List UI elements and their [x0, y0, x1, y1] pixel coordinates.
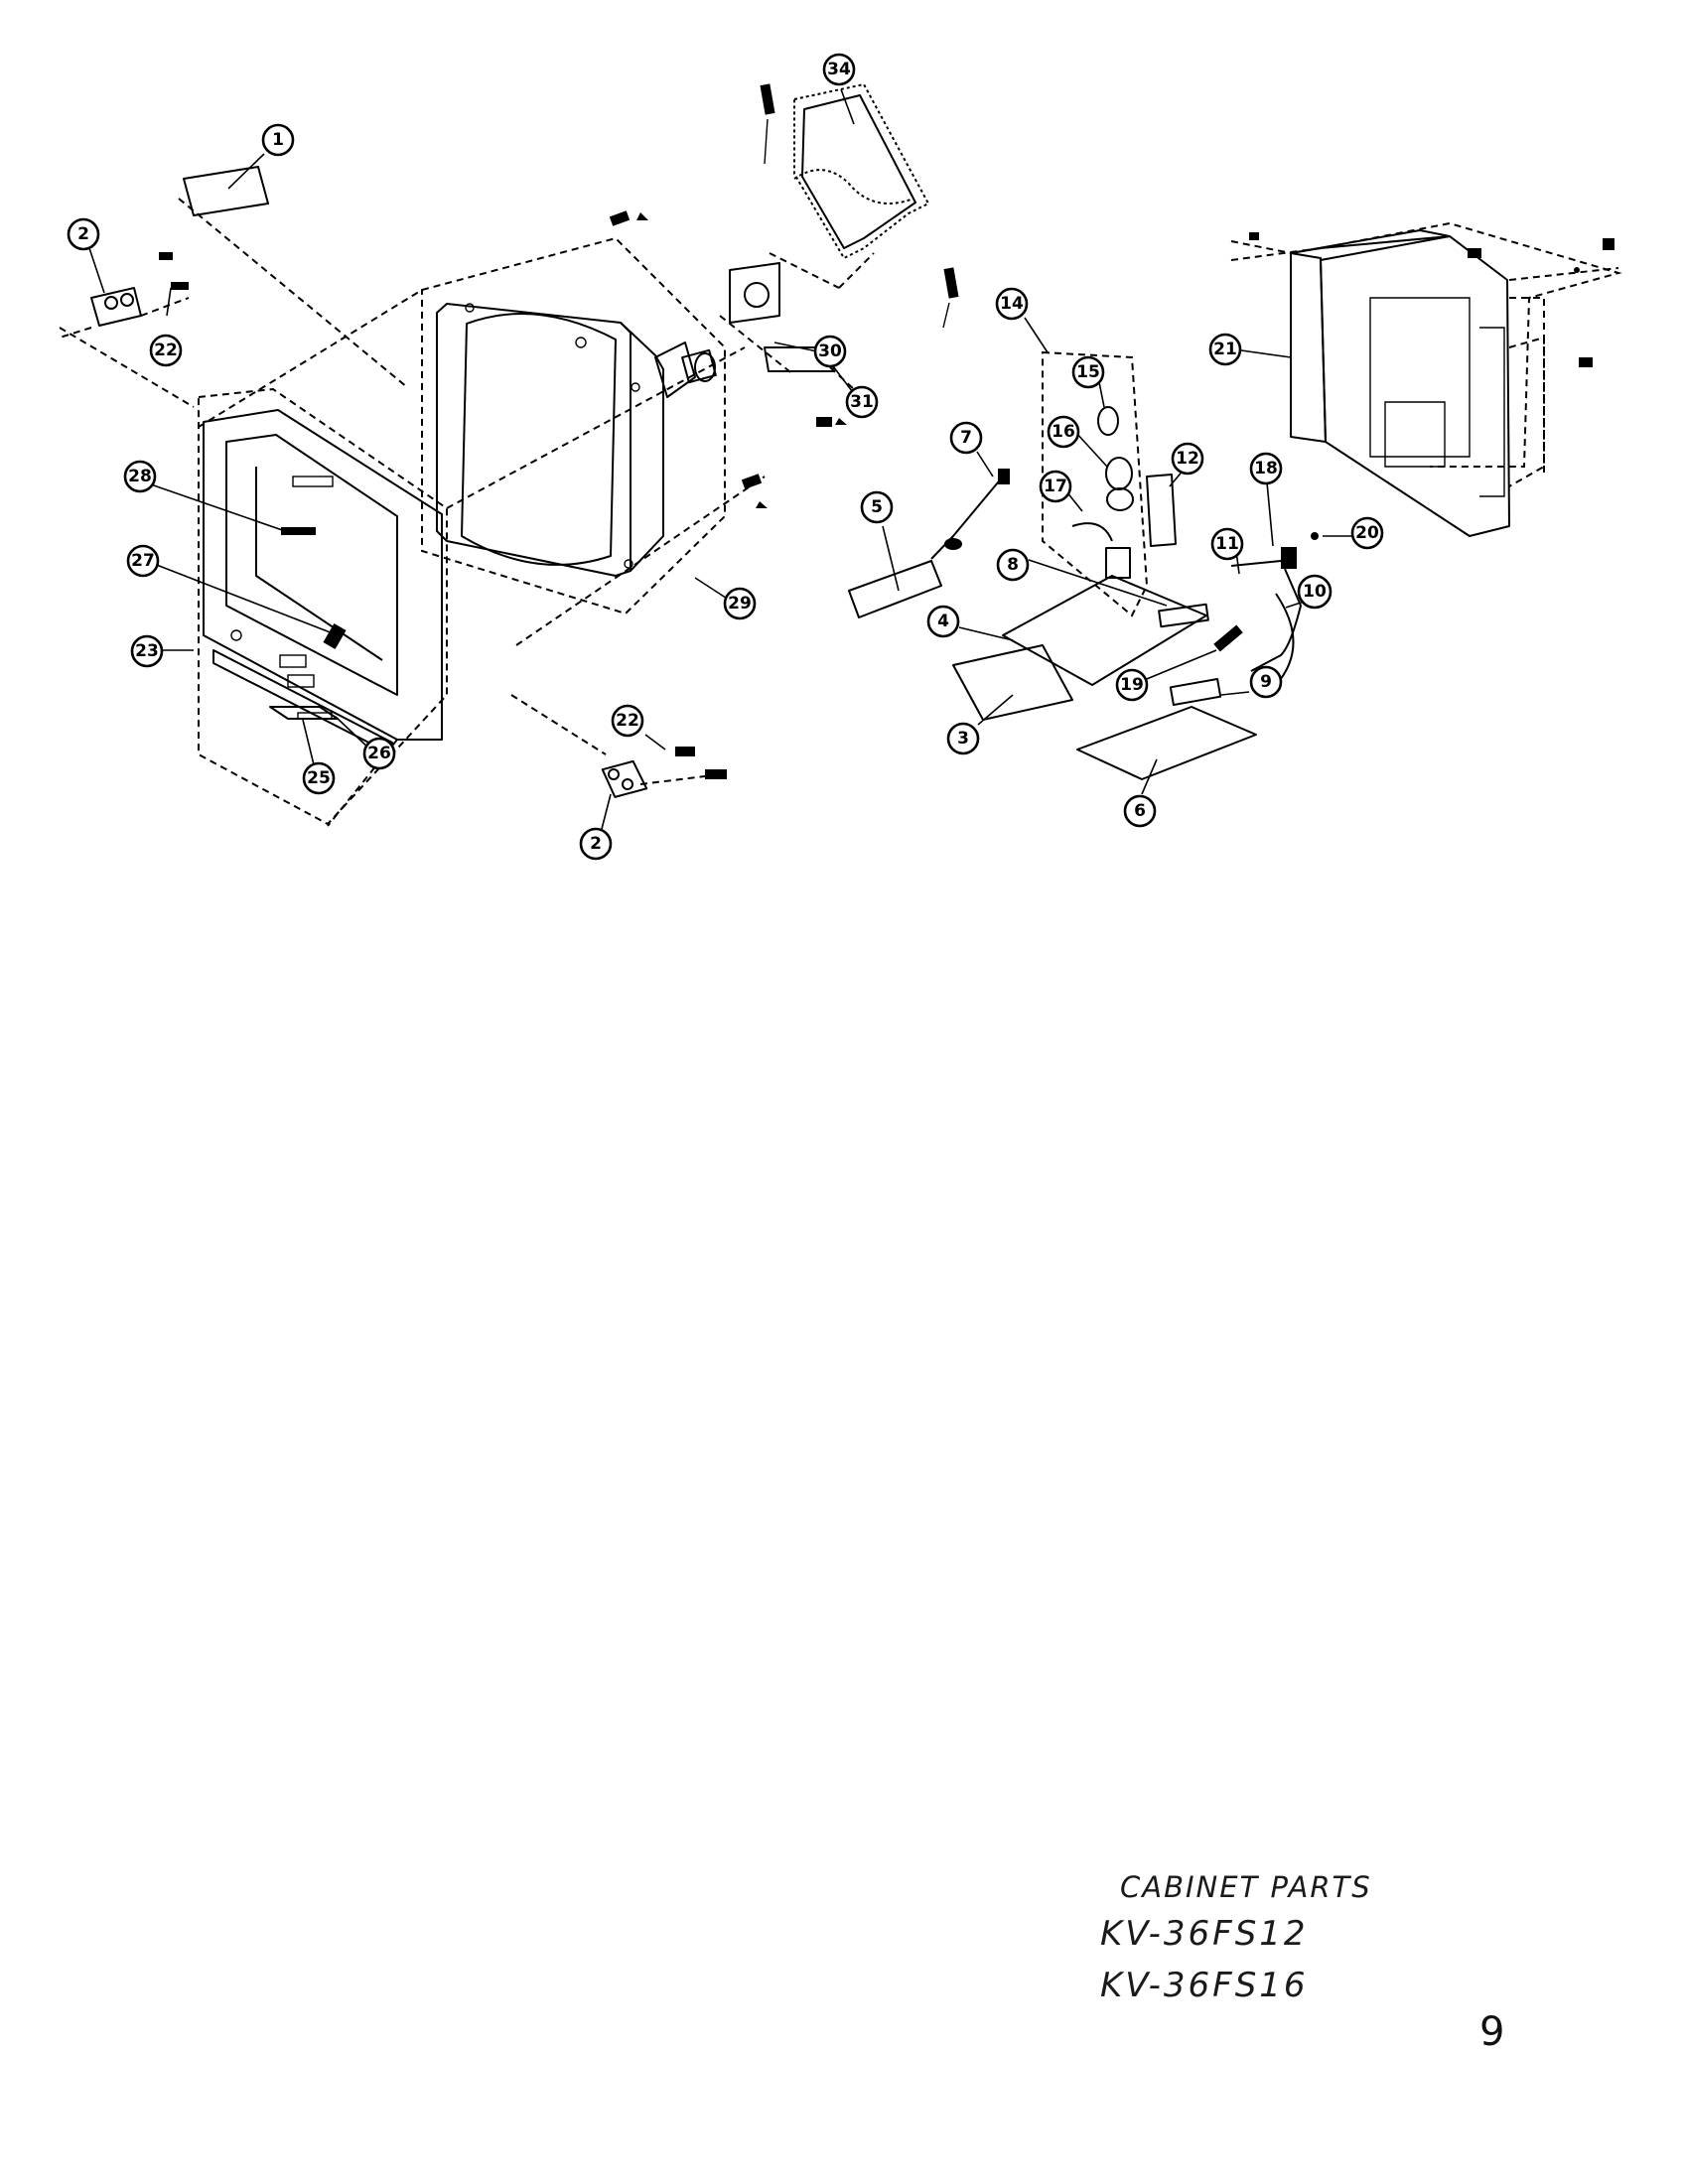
callout-18: 18: [1249, 452, 1283, 485]
crt-screw-right: [741, 474, 768, 508]
callout-label: 12: [1176, 449, 1199, 469]
label-1-shape: [183, 166, 269, 216]
sheet-6-shape: [1076, 706, 1257, 780]
callout-label: 4: [937, 612, 949, 631]
callout-label: 27: [131, 551, 155, 571]
bracket-14-group: [1042, 350, 1149, 617]
callout-label: 17: [1044, 477, 1067, 496]
screw-20-shape: [1311, 532, 1319, 540]
callout-25: 25: [302, 761, 336, 795]
front-cabinet-drawing: [198, 387, 448, 826]
callout-34: 34: [822, 53, 856, 86]
sheet-4-shape: [1002, 575, 1207, 686]
callout-14: 14: [995, 287, 1029, 321]
callout-19: 19: [1115, 668, 1149, 702]
crt-screw-lower: [816, 417, 847, 427]
callout-21: 21: [1208, 333, 1242, 366]
callout-8: 8: [996, 548, 1030, 582]
callout-label: 30: [818, 341, 842, 361]
callout-label: 16: [1052, 422, 1075, 442]
callout-label: 3: [957, 729, 969, 749]
callout-11: 11: [1210, 527, 1244, 561]
callout-22-top: 22: [149, 334, 183, 367]
callout-17: 17: [1039, 470, 1072, 503]
callout-10: 10: [1297, 574, 1333, 610]
picture-tube-drawing: [421, 236, 726, 615]
callout-6: 6: [1123, 794, 1157, 828]
callout-27: 27: [126, 544, 160, 578]
callout-label: 31: [850, 392, 874, 412]
callout-9: 9: [1249, 665, 1283, 699]
callout-16: 16: [1047, 415, 1080, 449]
bracket-2-top-shape: [59, 252, 190, 339]
callout-label: 15: [1076, 362, 1100, 382]
callout-22-bottom: 22: [611, 704, 644, 738]
bracket-2-bottom-shape: [510, 694, 727, 798]
callout-2-top: 2: [67, 217, 100, 251]
label-8-shape: [1158, 603, 1209, 628]
callout-label: 25: [307, 768, 331, 788]
sheet-3-shape: [952, 644, 1073, 721]
callout-3: 3: [946, 722, 980, 755]
label-5-shape: [848, 560, 942, 618]
callout-label: 6: [1134, 801, 1146, 821]
callout-4: 4: [926, 605, 960, 638]
label-9-shape: [1169, 677, 1222, 707]
callout-label: 34: [827, 60, 851, 79]
callout-label: 28: [128, 467, 152, 486]
callout-label: 2: [590, 834, 602, 854]
switch-18-shape: [1230, 547, 1302, 672]
callout-label: 18: [1254, 459, 1278, 478]
callout-label: 14: [1000, 294, 1024, 314]
callout-15: 15: [1071, 355, 1105, 389]
callout-label: 9: [1260, 672, 1272, 692]
callout-label: 2: [77, 224, 89, 244]
callout-label: 7: [960, 428, 972, 448]
cabinet-parts-title: CABINET PARTS: [1120, 1870, 1372, 1904]
power-cord-7-shape: [930, 469, 1010, 560]
crt-screw-top: [609, 210, 648, 226]
callout-label: 5: [871, 497, 883, 517]
degaussing-coil-drawing: [760, 83, 959, 329]
callout-23: 23: [130, 634, 164, 668]
callout-label: 21: [1213, 340, 1237, 359]
wire-10-shape: [1275, 593, 1295, 686]
leader-lines: [88, 88, 1355, 830]
callout-28: 28: [123, 460, 157, 493]
model-number-1: KV-36FS12: [1100, 1914, 1309, 1954]
callout-26: 26: [362, 737, 396, 770]
callout-7: 7: [949, 421, 983, 455]
callout-20: 20: [1350, 516, 1384, 550]
callout-29: 29: [723, 587, 757, 620]
callout-12: 12: [1171, 442, 1204, 476]
callout-label: 22: [154, 341, 178, 360]
callout-label: 29: [728, 594, 752, 614]
callout-label: 26: [367, 744, 391, 763]
callout-label: 8: [1007, 555, 1019, 575]
label-12-shape: [1146, 474, 1177, 547]
callout-label: 23: [135, 641, 159, 661]
part-19-shape: [1213, 624, 1243, 652]
callout-label: 1: [272, 130, 284, 150]
callout-30: 30: [813, 335, 847, 368]
callout-5: 5: [860, 490, 894, 524]
page-number: 9: [1479, 2009, 1505, 2055]
model-number-2: KV-36FS16: [1100, 1966, 1309, 2005]
callout-1: 1: [261, 123, 295, 157]
callout-label: 10: [1303, 582, 1327, 602]
callout-label: 20: [1355, 523, 1379, 543]
callout-label: 19: [1120, 675, 1144, 695]
rear-cover-drawing: [1230, 221, 1622, 537]
callout-31: 31: [845, 385, 879, 419]
item-30-shape: [729, 262, 780, 324]
callout-2-bottom: 2: [579, 827, 613, 861]
callout-label: 11: [1215, 534, 1239, 554]
callout-label: 22: [616, 711, 639, 731]
